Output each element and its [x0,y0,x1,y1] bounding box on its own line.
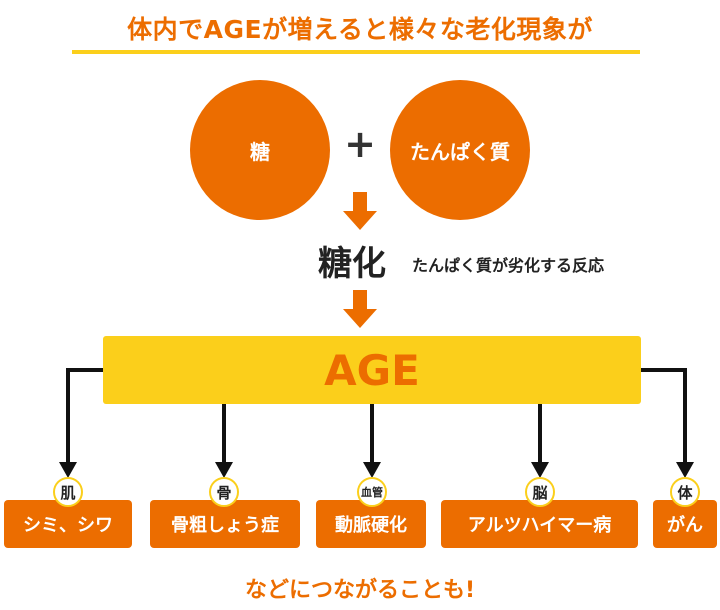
badge-brain: 脳 [525,477,555,507]
effect-label: 骨粗しょう症 [171,515,279,536]
down-arrow-icon [343,192,377,230]
badge-body: 体 [670,477,700,507]
effect-box-bone: 骨粗しょう症 [150,500,300,548]
badge-blood-vessel: 血管 [357,477,387,507]
diagram-title: 体内でAGEが増えると様々な老化現象が [127,15,593,44]
footer-note: などにつながることも! [244,578,476,603]
protein-label: たんぱく質 [410,139,510,164]
glycation-label: 糖化 [318,244,386,284]
age-label: AGE [324,345,420,395]
age-box: AGE [103,336,641,404]
down-arrow-icon [343,290,377,328]
plus-sign: + [344,122,376,166]
sugar-circle: 糖 [190,80,330,220]
effect-box-brain: アルツハイマー病 [441,500,638,548]
badge-skin: 肌 [53,477,83,507]
effect-label: シミ、シワ [23,515,113,536]
effect-box-blood-vessel: 動脈硬化 [316,500,426,548]
effect-label: 動脈硬化 [335,515,407,536]
badge-bone: 骨 [209,477,239,507]
effect-label: アルツハイマー病 [467,515,612,536]
protein-circle: たんぱく質 [390,80,530,220]
title-underline [72,50,640,54]
effect-label: がん [667,515,703,536]
sugar-label: 糖 [250,139,270,164]
glycation-description: たんぱく質が劣化する反応 [412,256,605,275]
effect-box-skin: シミ、シワ [4,500,132,548]
effect-box-body: がん [653,500,717,548]
